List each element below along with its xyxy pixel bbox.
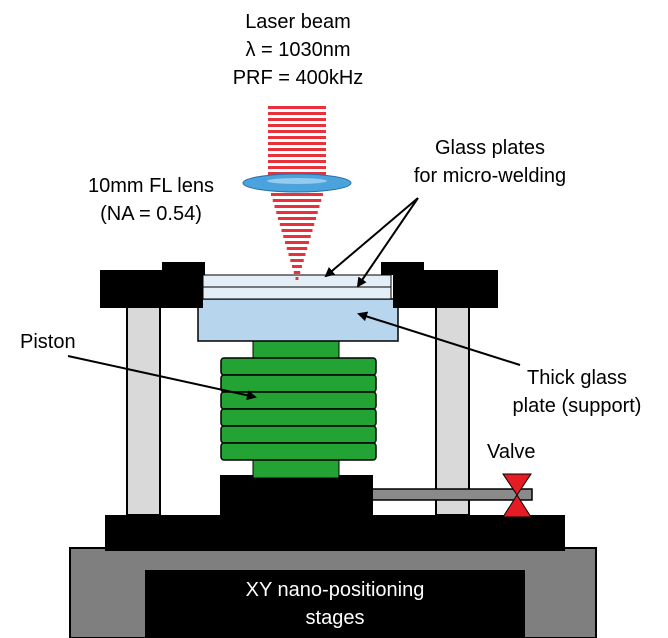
piston-label: Piston <box>20 331 76 353</box>
valve-top-triangle <box>502 473 532 496</box>
arrow-piston <box>67 355 257 401</box>
arrow-thick-plate <box>357 311 521 366</box>
lens-label-line2: (NA = 0.54) <box>100 203 202 225</box>
laser-label-line2: λ = 1030nm <box>245 39 350 61</box>
laser-stripe <box>268 106 326 109</box>
piston-ring <box>220 425 377 444</box>
laser-stripe <box>268 154 326 157</box>
glass-plate-lower <box>202 286 392 300</box>
thick-plate-label-line2: plate (support) <box>513 395 642 417</box>
laser-stripe <box>268 118 326 121</box>
laser-stripe <box>285 241 309 244</box>
laser-beam <box>268 106 326 280</box>
laser-stripe <box>268 124 326 127</box>
laser-stripe <box>268 112 326 115</box>
clamp-left <box>100 270 203 308</box>
laser-stripe <box>268 166 326 169</box>
glass-plates-label-line1: Glass plates <box>435 137 545 159</box>
glass-plate-upper <box>202 274 392 288</box>
laser-label-line3: PRF = 400kHz <box>233 67 364 89</box>
piston-ring <box>220 374 377 393</box>
laser-stripe <box>272 199 322 202</box>
piston-ring <box>220 357 377 376</box>
valve-bottom-triangle <box>502 494 532 518</box>
piston-base-block <box>220 475 373 517</box>
laser-stripe <box>268 160 326 163</box>
laser-stripe <box>283 235 311 238</box>
laser-stripe <box>268 148 326 151</box>
stages-label-line1: XY nano-positioning <box>246 579 425 601</box>
laser-stripe <box>276 211 318 214</box>
laser-stripe <box>268 142 326 145</box>
laser-stripe <box>293 271 301 274</box>
clamp-right <box>393 270 498 308</box>
frame-base <box>105 515 565 551</box>
laser-stripe <box>281 229 313 232</box>
laser-label-line1: Laser beam <box>245 11 351 33</box>
laser-stripe <box>295 277 299 280</box>
stages-box <box>145 570 525 638</box>
stages-label-line2: stages <box>306 607 365 629</box>
laser-stripe <box>290 259 304 262</box>
thick-glass-plate <box>197 298 399 342</box>
column-left <box>126 302 161 516</box>
piston-ring <box>220 408 377 427</box>
arrow-glass-plate-lower <box>356 197 419 288</box>
laser-stripe <box>274 205 320 208</box>
laser-stripe <box>268 130 326 133</box>
arrow-glass-plate-upper <box>324 197 419 278</box>
laser-stripe <box>268 136 326 139</box>
laser-stripe <box>278 217 316 220</box>
laser-stripe <box>288 253 306 256</box>
laser-stripe <box>279 223 315 226</box>
thick-plate-label-line1: Thick glass <box>527 367 627 389</box>
laser-stripe <box>292 265 302 268</box>
piston-ring <box>220 442 377 461</box>
laser-stripe <box>286 247 308 250</box>
valve-pipe <box>371 488 533 501</box>
lens-highlight <box>267 178 327 184</box>
lens-label-line1: 10mm FL lens <box>88 175 214 197</box>
valve-label: Valve <box>487 441 536 463</box>
glass-plates-label-line2: for micro-welding <box>414 165 566 187</box>
laser-stripe <box>271 193 323 196</box>
column-right <box>435 302 470 516</box>
